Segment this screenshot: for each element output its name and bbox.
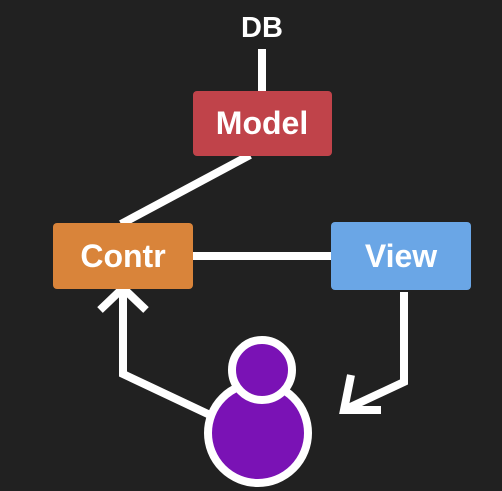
controller-node: Contr bbox=[53, 223, 193, 289]
model-box bbox=[193, 91, 332, 156]
view-to-user-arrow bbox=[342, 292, 408, 414]
controller-label: Contr bbox=[80, 238, 165, 274]
view-node: View bbox=[331, 222, 471, 290]
model-label: Model bbox=[216, 105, 308, 141]
model-node: Model bbox=[193, 91, 332, 156]
model-controller-connector bbox=[119, 151, 252, 228]
view-box bbox=[331, 222, 471, 290]
db-label: DB bbox=[241, 12, 283, 44]
view-to-user-arrowhead bbox=[339, 374, 381, 414]
view-label: View bbox=[365, 238, 437, 274]
user-head bbox=[228, 336, 296, 404]
user-to-controller-arrow bbox=[119, 292, 212, 419]
user-icon bbox=[204, 336, 312, 487]
controller-box bbox=[53, 223, 193, 289]
